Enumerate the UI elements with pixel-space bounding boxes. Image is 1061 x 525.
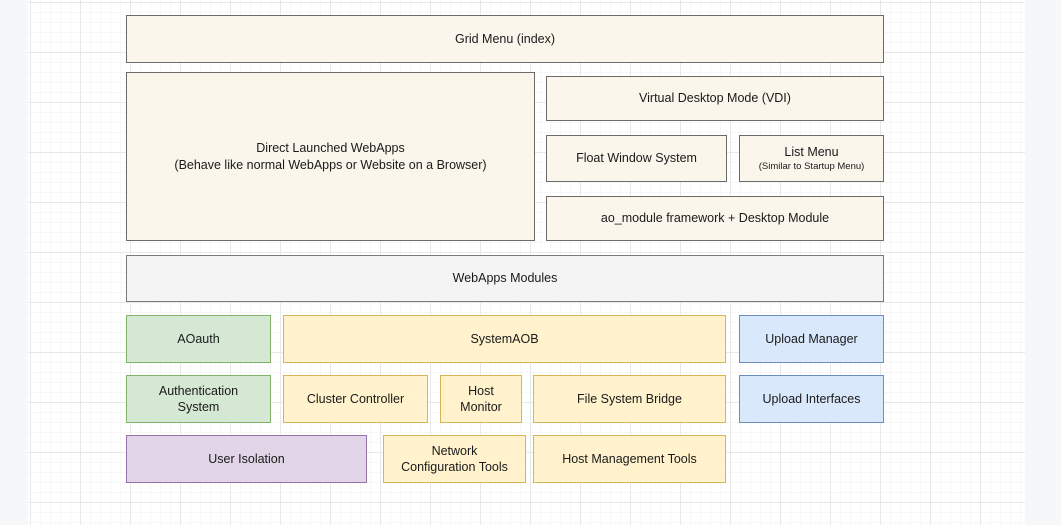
node-list-menu-subtitle: (Similar to Startup Menu) <box>759 161 865 173</box>
node-grid-menu-label: Grid Menu (index) <box>455 31 555 48</box>
node-webapps-modules-label: WebApps Modules <box>453 270 558 287</box>
node-upload-manager-label: Upload Manager <box>765 331 857 348</box>
node-upload-interfaces-label: Upload Interfaces <box>763 391 861 408</box>
node-direct-launched-webapps-label-line2: (Behave like normal WebApps or Website o… <box>174 157 486 174</box>
node-ao-module-framework-label: ao_module framework + Desktop Module <box>601 210 829 227</box>
node-file-system-bridge-label: File System Bridge <box>577 391 682 408</box>
node-host-monitor-label-line2: Monitor <box>460 399 502 416</box>
node-cluster-controller[interactable]: Cluster Controller <box>283 375 428 423</box>
node-authentication-system-label-line2: System <box>178 399 220 416</box>
node-user-isolation-label: User Isolation <box>208 451 284 468</box>
node-list-menu-label: List Menu <box>784 144 838 161</box>
node-host-monitor[interactable]: Host Monitor <box>440 375 522 423</box>
node-cluster-controller-label: Cluster Controller <box>307 391 404 408</box>
node-network-configuration-tools-label-line2: Configuration Tools <box>401 459 508 476</box>
node-virtual-desktop-mode[interactable]: Virtual Desktop Mode (VDI) <box>546 76 884 121</box>
node-host-management-tools[interactable]: Host Management Tools <box>533 435 726 483</box>
node-upload-manager[interactable]: Upload Manager <box>739 315 884 363</box>
node-system-aob-label: SystemAOB <box>470 331 538 348</box>
node-system-aob[interactable]: SystemAOB <box>283 315 726 363</box>
node-authentication-system[interactable]: Authentication System <box>126 375 271 423</box>
node-direct-launched-webapps[interactable]: Direct Launched WebApps (Behave like nor… <box>126 72 535 241</box>
node-ao-module-framework[interactable]: ao_module framework + Desktop Module <box>546 196 884 241</box>
node-aoauth[interactable]: AOauth <box>126 315 271 363</box>
node-float-window-system-label: Float Window System <box>576 150 697 167</box>
node-virtual-desktop-mode-label: Virtual Desktop Mode (VDI) <box>639 90 791 107</box>
node-user-isolation[interactable]: User Isolation <box>126 435 367 483</box>
node-grid-menu[interactable]: Grid Menu (index) <box>126 15 884 63</box>
node-network-configuration-tools[interactable]: Network Configuration Tools <box>383 435 526 483</box>
node-file-system-bridge[interactable]: File System Bridge <box>533 375 726 423</box>
node-float-window-system[interactable]: Float Window System <box>546 135 727 182</box>
node-list-menu[interactable]: List Menu (Similar to Startup Menu) <box>739 135 884 182</box>
node-direct-launched-webapps-label: Direct Launched WebApps <box>256 140 404 157</box>
node-webapps-modules[interactable]: WebApps Modules <box>126 255 884 302</box>
node-host-monitor-label: Host <box>468 383 494 400</box>
node-host-management-tools-label: Host Management Tools <box>562 451 697 468</box>
node-upload-interfaces[interactable]: Upload Interfaces <box>739 375 884 423</box>
node-network-configuration-tools-label: Network <box>432 443 478 460</box>
node-aoauth-label: AOauth <box>177 331 219 348</box>
node-authentication-system-label: Authentication <box>159 383 238 400</box>
